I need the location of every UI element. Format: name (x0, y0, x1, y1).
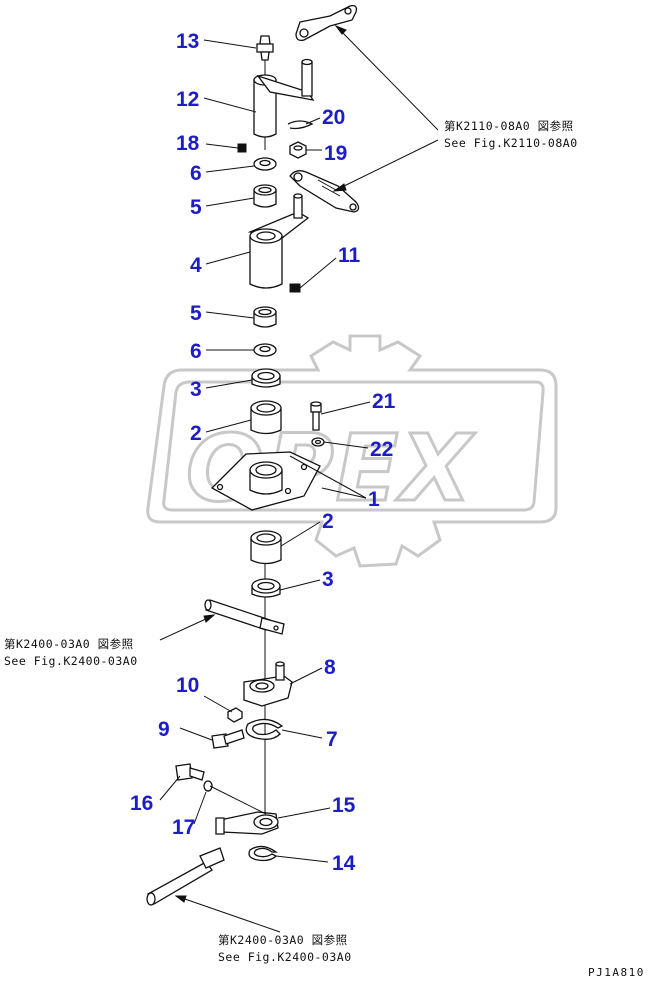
washer-22 (311, 437, 325, 447)
callout-11: 11 (338, 244, 361, 267)
callout-21: 21 (372, 390, 396, 413)
watermark-gear (146, 334, 558, 568)
opex-watermark: OPEX (146, 334, 558, 568)
callout-19: 19 (324, 142, 347, 165)
bolt-16 (175, 763, 205, 781)
ref-middle-jp: 第K2400-03A0 図参照 (4, 637, 134, 651)
callout-5-lower: 5 (190, 302, 202, 325)
grease-fitting-13 (256, 35, 274, 61)
snap-ring-7 (245, 718, 284, 740)
bushing-5-lower (253, 306, 277, 328)
pin-20 (287, 120, 314, 130)
lower-rod-lower (146, 847, 225, 906)
callout-numbers: 13 12 20 18 19 6 5 4 11 5 6 3 21 2 22 1 … (130, 30, 396, 875)
callout-7: 7 (326, 728, 338, 751)
callout-18: 18 (176, 132, 200, 155)
key-18 (237, 143, 247, 153)
lever-shaft-12 (253, 58, 315, 138)
clamp-lever-8 (243, 661, 293, 707)
callout-14: 14 (332, 852, 356, 875)
callout-12: 12 (176, 88, 199, 111)
reference-arrows (159, 24, 439, 933)
ref-bottom-en: See Fig.K2400-03A0 (218, 950, 352, 964)
reference-notes: 第K2110-08A0 図参照 See Fig.K2110-08A0 第K240… (4, 119, 578, 964)
ref-top-en: See Fig.K2110-08A0 (444, 136, 578, 150)
ref-top-jp: 第K2110-08A0 図参照 (444, 119, 574, 133)
callout-2-lower: 2 (322, 510, 334, 533)
callout-2-upper: 2 (190, 422, 202, 445)
snap-ring-14 (248, 845, 279, 862)
callout-8: 8 (324, 656, 336, 679)
key-11 (289, 283, 301, 293)
watermark-text: OPEX (186, 415, 475, 522)
callout-3-upper: 3 (190, 378, 202, 401)
middle-link-rod (289, 170, 360, 213)
bolt-9 (211, 729, 245, 749)
seal-3-upper (251, 368, 281, 388)
callout-9: 9 (158, 718, 170, 741)
callout-13: 13 (176, 30, 199, 53)
ref-middle-en: See Fig.K2400-03A0 (4, 654, 138, 668)
callout-5-upper: 5 (190, 196, 202, 219)
callout-22: 22 (370, 438, 393, 461)
callout-4: 4 (190, 254, 202, 277)
nut-19 (289, 141, 307, 159)
upper-link-rod (295, 4, 358, 42)
callout-20: 20 (322, 106, 345, 129)
callout-16: 16 (130, 792, 153, 815)
bracket-plate-1 (210, 451, 321, 511)
lower-rod-upper (204, 599, 285, 635)
seal-3-lower (251, 578, 281, 598)
lower-lever-15 (215, 811, 279, 835)
callout-15: 15 (332, 794, 356, 817)
leader-lines (159, 39, 371, 863)
callout-3-lower: 3 (322, 568, 334, 591)
drawing-code: PJ1A810 (588, 966, 645, 979)
bolt-21 (310, 401, 322, 431)
bushing-5-upper (253, 184, 277, 208)
seal-6-upper (253, 157, 277, 171)
callout-10: 10 (176, 674, 199, 697)
bushing-2-lower (250, 530, 282, 565)
callout-1: 1 (368, 488, 380, 511)
washer-17 (203, 780, 213, 792)
bushing-2-upper (250, 400, 282, 435)
callout-17: 17 (172, 816, 195, 839)
callout-6-lower: 6 (190, 340, 202, 363)
nut-10 (227, 707, 243, 723)
seal-6-lower (253, 343, 277, 357)
lever-housing-4 (247, 193, 310, 289)
callout-6-upper: 6 (190, 162, 202, 185)
watermark-frame (162, 380, 545, 512)
ref-bottom-jp: 第K2400-03A0 図参照 (218, 933, 348, 947)
